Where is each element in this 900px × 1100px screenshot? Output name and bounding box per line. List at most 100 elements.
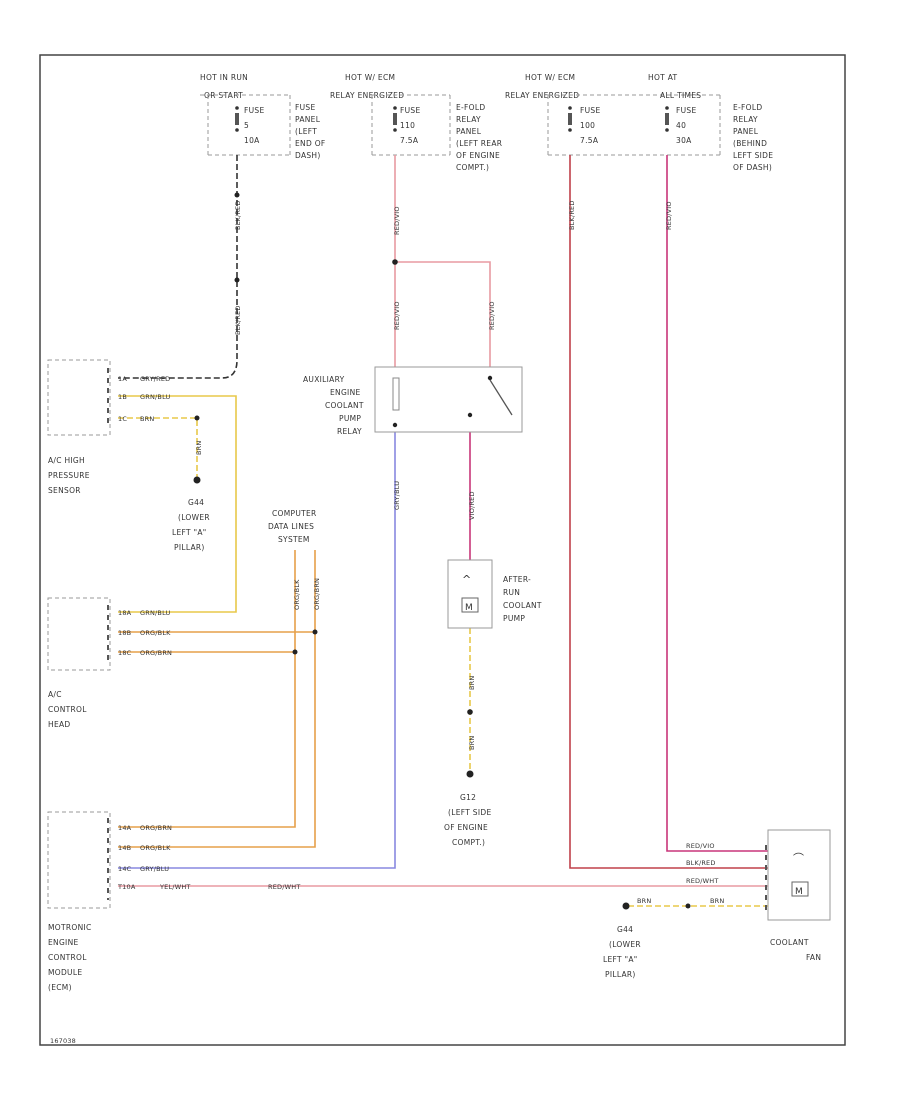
svg-text:G44: G44 xyxy=(617,925,633,934)
svg-text:G44: G44 xyxy=(188,498,204,507)
wire-labels: BLK/RED BLK/RED RED/VIO RED/VIO RED/VIO … xyxy=(195,200,673,750)
svg-text:^: ^ xyxy=(462,573,472,586)
svg-text:OF ENGINE: OF ENGINE xyxy=(456,151,500,160)
svg-text:BLK/RED: BLK/RED xyxy=(234,305,242,335)
wire-relay-to-ecm xyxy=(118,432,396,869)
fuse-4-label: FUSE xyxy=(676,106,697,115)
svg-text:14A: 14A xyxy=(118,824,132,832)
svg-text:GRY/BLU: GRY/BLU xyxy=(393,481,401,510)
fuse-panel-3-header: HOT W/ ECM xyxy=(525,73,575,82)
svg-text:COMPT.): COMPT.) xyxy=(452,838,485,847)
fuse-panel-2-subheader: RELAY ENERGIZED xyxy=(330,91,404,100)
svg-text:BLK/RED: BLK/RED xyxy=(234,200,242,230)
ground-g12-pump xyxy=(466,770,474,778)
svg-text:DATA LINES: DATA LINES xyxy=(268,522,314,531)
svg-text:ORG/BLK: ORG/BLK xyxy=(140,844,171,852)
ground-label-sensor: G44 (LOWER LEFT "A" PILLAR) xyxy=(172,498,210,552)
fuse-1-label: FUSE xyxy=(244,106,265,115)
svg-text:ENGINE: ENGINE xyxy=(330,388,361,397)
svg-text:A/C HIGH: A/C HIGH xyxy=(48,456,85,465)
svg-text:VIO/RED: VIO/RED xyxy=(468,491,476,520)
svg-text:1B: 1B xyxy=(118,393,127,401)
svg-text:LEFT SIDE: LEFT SIDE xyxy=(733,151,773,160)
svg-text:14C: 14C xyxy=(118,865,132,873)
wire-fuse110-to-relay xyxy=(394,155,491,370)
svg-text:RUN: RUN xyxy=(503,588,520,597)
fuse-4-rating: 30A xyxy=(676,136,692,145)
wire-sensor-to-control-head xyxy=(118,395,237,613)
svg-text:FUSE: FUSE xyxy=(295,103,316,112)
ac-high-pressure-sensor: 1A GRY/RED 1B GRN/BLU 1C BRN A/C HIGH PR… xyxy=(47,359,170,495)
diagram-id: 167038 xyxy=(50,1037,76,1045)
svg-text:(BEHIND: (BEHIND xyxy=(733,139,767,148)
fuse-1-number: 5 xyxy=(244,121,249,130)
svg-text:E-FOLD: E-FOLD xyxy=(456,103,485,112)
fuse-panel-4-subheader: ALL TIMES xyxy=(660,91,701,100)
svg-text:YEL/WHT: YEL/WHT xyxy=(159,883,191,891)
wire-sensor-to-ground xyxy=(118,417,198,478)
fuse-1-rating: 10A xyxy=(244,136,260,145)
svg-text:(LEFT REAR: (LEFT REAR xyxy=(456,139,502,148)
svg-text:18A: 18A xyxy=(118,609,132,617)
fuse-panel-3-subheader: RELAY ENERGIZED xyxy=(505,91,579,100)
svg-text:RED/VIO: RED/VIO xyxy=(488,301,496,330)
svg-text:RED/VIO: RED/VIO xyxy=(393,301,401,330)
wire-fuse40-to-fan xyxy=(666,155,768,852)
fuse-2-label: FUSE xyxy=(400,106,421,115)
fuse-panel-2: HOT W/ ECM RELAY ENERGIZED FUSE 110 7.5A… xyxy=(330,73,502,172)
svg-text:COMPUTER: COMPUTER xyxy=(272,509,317,518)
after-run-coolant-pump: ^ M AFTER- RUN COOLANT PUMP xyxy=(447,559,542,629)
svg-text:GRY/RED: GRY/RED xyxy=(140,375,170,383)
svg-text:BRN: BRN xyxy=(195,441,203,455)
svg-text:(LOWER: (LOWER xyxy=(609,940,641,949)
svg-text:OF DASH): OF DASH) xyxy=(733,163,772,172)
svg-text:BRN: BRN xyxy=(468,736,476,750)
wire-data-line-1 xyxy=(118,550,316,633)
svg-text:LEFT "A": LEFT "A" xyxy=(603,955,638,964)
fuse-panel-4-header: HOT AT xyxy=(648,73,678,82)
svg-text:CONTROL: CONTROL xyxy=(48,705,87,714)
svg-text:RELAY: RELAY xyxy=(733,115,758,124)
svg-text:RED/VIO: RED/VIO xyxy=(665,201,673,230)
diagram-border xyxy=(39,54,846,1046)
svg-text:BLK/RED: BLK/RED xyxy=(686,859,716,867)
svg-text:END OF: END OF xyxy=(295,139,326,148)
svg-text:SYSTEM: SYSTEM xyxy=(278,535,310,544)
svg-text:AUXILIARY: AUXILIARY xyxy=(303,375,345,384)
svg-text:COOLANT: COOLANT xyxy=(325,401,364,410)
svg-text:PILLAR): PILLAR) xyxy=(605,970,636,979)
fuse-panel-2-header: HOT W/ ECM xyxy=(345,73,395,82)
ground-label-pump: G12 (LEFT SIDE OF ENGINE COMPT.) xyxy=(444,793,491,847)
svg-text:HEAD: HEAD xyxy=(48,720,70,729)
svg-text:ORG/BLK: ORG/BLK xyxy=(140,629,171,637)
svg-text:ENGINE: ENGINE xyxy=(48,938,79,947)
wire-data-line-2-ecm xyxy=(118,652,296,828)
fuse-panel-3: HOT W/ ECM RELAY ENERGIZED FUSE 100 7.5A xyxy=(505,73,721,156)
fuse-3-rating: 7.5A xyxy=(580,136,599,145)
svg-text:COOLANT: COOLANT xyxy=(770,938,809,947)
svg-text:G12: G12 xyxy=(460,793,476,802)
svg-text:PRESSURE: PRESSURE xyxy=(48,471,90,480)
fuse-panel-1: HOT IN RUN OR START FUSE 5 10A FUSE PANE… xyxy=(200,73,326,160)
svg-text:18B: 18B xyxy=(118,629,131,637)
fuse-3-label: FUSE xyxy=(580,106,601,115)
coolant-fan: ⌒ M RED/VIO BLK/RED RED/WHT BRN BRN COOL… xyxy=(637,829,831,962)
svg-text:M: M xyxy=(795,887,803,897)
svg-text:(ECM): (ECM) xyxy=(48,983,72,992)
svg-text:⌒: ⌒ xyxy=(793,852,804,865)
ecm-module: 14A ORG/BRN 14B ORG/BLK 14C GRY/BLU T10A… xyxy=(47,811,300,992)
svg-text:PUMP: PUMP xyxy=(503,614,525,623)
svg-text:MODULE: MODULE xyxy=(48,968,82,977)
svg-text:RED/VIO: RED/VIO xyxy=(686,842,715,850)
svg-text:ORG/BRN: ORG/BRN xyxy=(140,649,172,657)
svg-text:GRY/BLU: GRY/BLU xyxy=(140,865,169,873)
computer-data-lines-label: COMPUTER DATA LINES SYSTEM xyxy=(268,509,317,544)
svg-text:RED/WHT: RED/WHT xyxy=(686,877,719,885)
fuse-3-number: 100 xyxy=(580,121,595,130)
svg-text:GRN/BLU: GRN/BLU xyxy=(140,609,171,617)
svg-text:COMPT.): COMPT.) xyxy=(456,163,489,172)
svg-text:M: M xyxy=(465,603,473,613)
svg-text:RELAY: RELAY xyxy=(337,427,362,436)
svg-text:COOLANT: COOLANT xyxy=(503,601,542,610)
